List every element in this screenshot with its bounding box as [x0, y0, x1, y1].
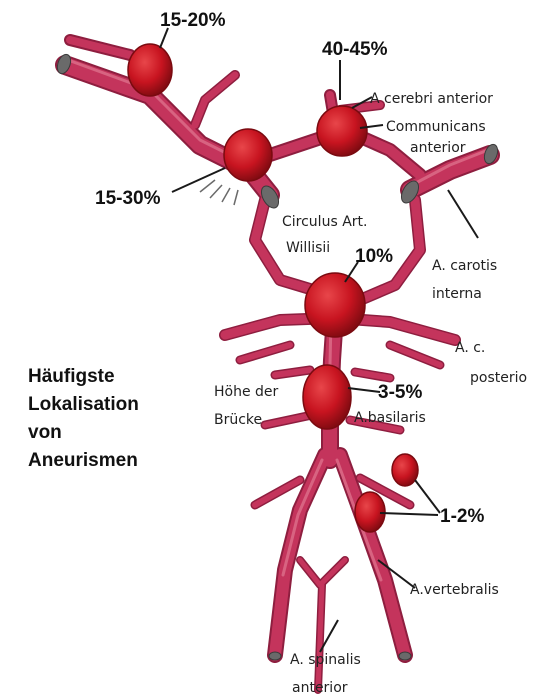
label-basilaris: A.basilaris: [354, 410, 426, 426]
title-line-4: Aneurismen: [28, 450, 138, 471]
pct-vertebral: 1-2%: [440, 506, 484, 527]
label-carotis-2: interna: [432, 286, 482, 302]
title-line-2: Lokalisation: [28, 394, 139, 415]
label-communicans-1: Communicans: [386, 119, 486, 135]
pct-basilar: 3-5%: [378, 382, 422, 403]
title: Häufigste Lokalisation von Aneurismen: [28, 366, 139, 471]
aneurysm-vertebral-upper: [392, 454, 418, 486]
perforator-vessels: [200, 180, 238, 205]
aneurysm-anterior-communicating: [317, 106, 367, 156]
pct-left: 15-30%: [95, 188, 161, 209]
aneurysm-basilar: [303, 365, 351, 429]
aneurysm-willis: [305, 273, 365, 337]
aneurysm-top-left: [128, 44, 172, 96]
label-posterior-1: A. c.: [455, 340, 485, 356]
label-cerebri-anterior: A cerebri anterior: [370, 91, 493, 107]
label-hoehe-2: Brücke: [214, 412, 262, 428]
label-carotis-1: A. carotis: [432, 258, 497, 274]
title-line-3: von: [28, 422, 62, 443]
pct-center: 10%: [355, 246, 393, 267]
aneurysm-vertebral-lower: [355, 492, 385, 532]
title-line-1: Häufigste: [28, 366, 115, 387]
label-vertebralis: A.vertebralis: [410, 582, 499, 598]
label-hoehe-1: Höhe der: [214, 384, 279, 400]
label-circulus-2: Willisii: [286, 240, 330, 256]
label-spinalis-1: A. spinalis: [290, 652, 361, 668]
aneurysm-left-carotid: [224, 129, 272, 181]
label-spinalis-2: anterior: [292, 680, 348, 696]
label-posterior-2: posterio: [470, 370, 527, 386]
pct-top-center: 40-45%: [322, 39, 388, 60]
pct-top-left: 15-20%: [160, 10, 226, 31]
label-communicans-2: anterior: [410, 140, 466, 156]
label-circulus-1: Circulus Art.: [282, 214, 367, 230]
